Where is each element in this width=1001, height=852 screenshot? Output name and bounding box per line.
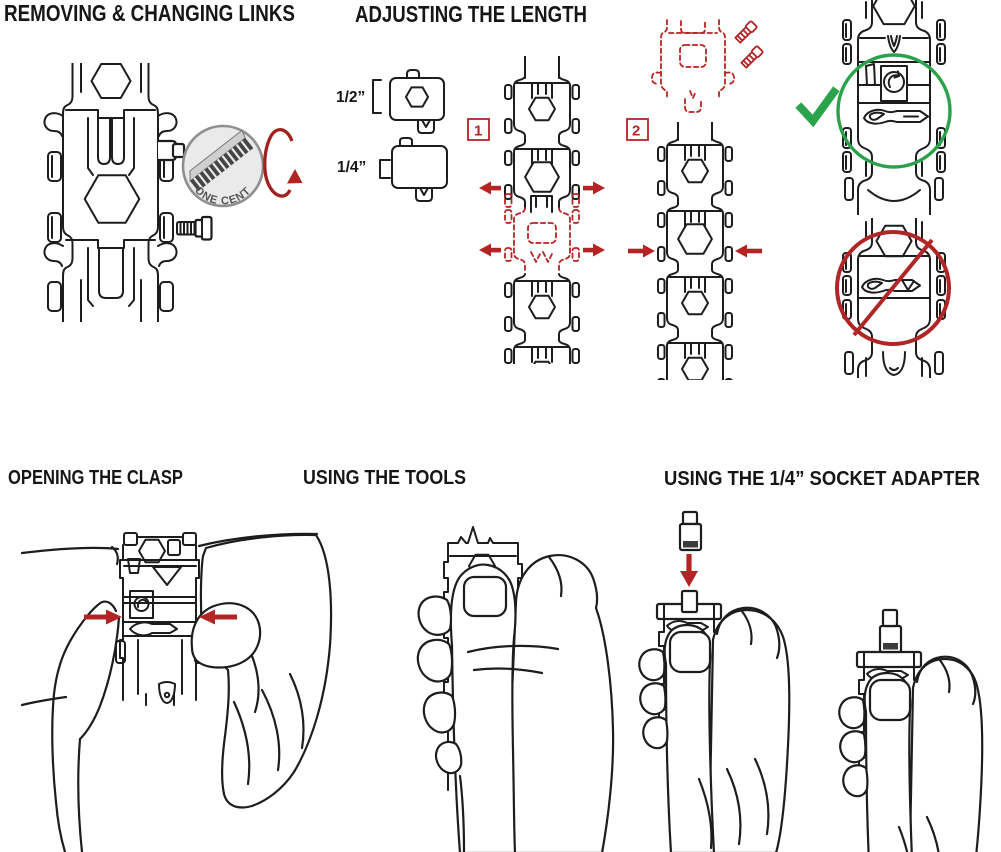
svg-text:1/2”: 1/2” xyxy=(336,89,365,106)
svg-text:USING THE 1/4” SOCKET ADAPTER: USING THE 1/4” SOCKET ADAPTER xyxy=(664,468,981,490)
svg-text:USING THE TOOLS: USING THE TOOLS xyxy=(303,467,466,489)
svg-text:ADJUSTING THE LENGTH: ADJUSTING THE LENGTH xyxy=(355,1,587,27)
svg-text:REMOVING & CHANGING LINKS: REMOVING & CHANGING LINKS xyxy=(4,0,295,26)
svg-text:1/4”: 1/4” xyxy=(337,159,366,176)
svg-text:OPENING THE CLASP: OPENING THE CLASP xyxy=(8,467,183,489)
svg-text:2: 2 xyxy=(632,123,640,140)
svg-text:1: 1 xyxy=(474,123,482,140)
